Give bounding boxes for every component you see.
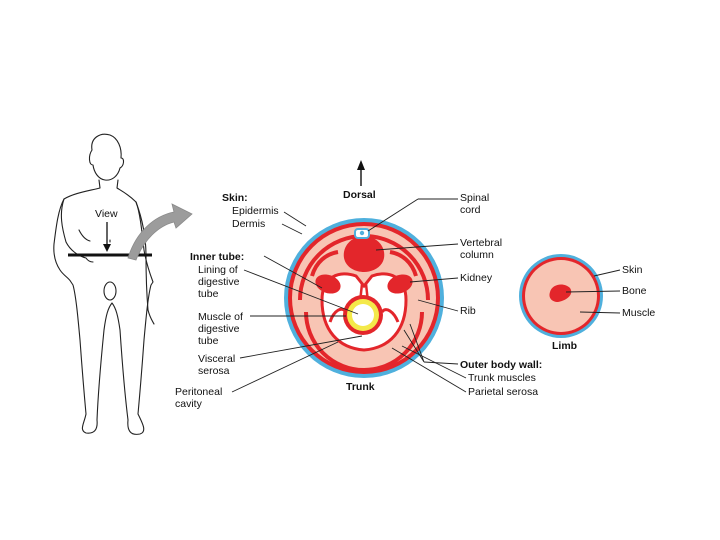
vertebral-column: [343, 236, 385, 272]
spinal-cord-label: Spinal cord: [460, 192, 489, 216]
limb-section: [519, 254, 603, 338]
muscle-line2: digestive: [198, 323, 240, 335]
human-figure: [53, 133, 155, 435]
limb-muscle-label: Muscle: [622, 307, 656, 319]
trunk-muscle-arc-inner: [304, 311, 424, 372]
human-torso-line: [78, 229, 91, 242]
muscle-digestive-label: Muscle of digestive tube: [198, 311, 243, 347]
leader-vertebral: [375, 243, 459, 251]
leader-limb-skin: [593, 269, 621, 277]
leader-dermis: [281, 223, 303, 235]
leader-lines: [231, 198, 621, 393]
human-genital: [103, 281, 117, 301]
rib-left: [310, 250, 339, 277]
limb-title: Limb: [552, 340, 578, 352]
arrow-down-icon: [103, 244, 111, 252]
outer-body-wall-heading: Outer body wall:: [460, 359, 543, 371]
gut-lumen: [352, 304, 374, 326]
muscle-line3: tube: [198, 335, 219, 347]
lining-line1: Lining of: [198, 264, 238, 276]
vertebral-line2: column: [460, 249, 494, 261]
visceral-serosa-label: Visceral serosa: [198, 353, 235, 377]
dorsal-label: Dorsal: [343, 189, 376, 201]
vertebral-column-label: Vertebral column: [460, 237, 502, 261]
trunk-section: [284, 218, 444, 378]
rib-label: Rib: [460, 305, 476, 317]
limb-bone: [549, 284, 572, 302]
curved-arrow-icon: [127, 203, 193, 261]
serosa-ridge-right: [380, 308, 400, 323]
leader-lining: [243, 269, 359, 315]
peritoneal-line1: Peritoneal: [175, 386, 223, 398]
leader-parietal: [391, 347, 467, 393]
limb-skin-label: Skin: [622, 264, 643, 276]
lining-label: Lining of digestive tube: [198, 264, 239, 300]
leader-kidney: [409, 277, 459, 283]
spinal-canal: [359, 230, 365, 236]
leader-limb-muscle: [579, 311, 621, 314]
epidermis-label: Epidermis: [232, 205, 279, 217]
leader-spinal-2: [367, 198, 419, 232]
view-label: View: [95, 208, 118, 220]
vertebral-line1: Vertebral: [460, 237, 503, 249]
leader-rib: [417, 299, 459, 312]
inner-tube-heading: Inner tube:: [190, 251, 245, 263]
trunk-title: Trunk: [346, 381, 375, 393]
visceral-line1: Visceral: [198, 353, 236, 365]
human-body: [53, 179, 154, 435]
leader-visceral: [239, 335, 363, 359]
leader-outer-wall: [423, 361, 459, 365]
spinal-line1: Spinal: [460, 192, 490, 204]
trunk-muscles-label: Trunk muscles: [468, 372, 536, 384]
leader-limb-bone: [565, 290, 621, 293]
leader-trunk-muscles: [401, 345, 467, 379]
peritoneal-line2: cavity: [175, 398, 202, 410]
skin-heading: Skin:: [222, 192, 248, 204]
kidney-label: Kidney: [460, 272, 493, 284]
human-head: [88, 133, 125, 181]
human-arm-right: [135, 201, 155, 325]
arrow-up-icon: [357, 160, 365, 170]
lining-line2: digestive: [198, 276, 240, 288]
lining-line3: tube: [198, 288, 219, 300]
limb-bone-label: Bone: [622, 285, 647, 297]
visceral-line2: serosa: [198, 365, 230, 377]
leader-peritoneal: [231, 341, 339, 393]
human-arm-left: [60, 198, 94, 263]
muscle-line1: Muscle of: [198, 311, 243, 323]
dermis-label: Dermis: [232, 218, 266, 230]
spinal-line2: cord: [460, 204, 481, 216]
parietal-serosa-label: Parietal serosa: [468, 386, 539, 398]
rib-right: [389, 250, 418, 277]
peritoneal-cavity-label: Peritoneal cavity: [175, 386, 222, 410]
kidney-left: [315, 274, 341, 294]
leader-epidermis: [283, 211, 307, 227]
kidney-right: [387, 274, 413, 294]
leader-inner-tube: [263, 255, 323, 289]
